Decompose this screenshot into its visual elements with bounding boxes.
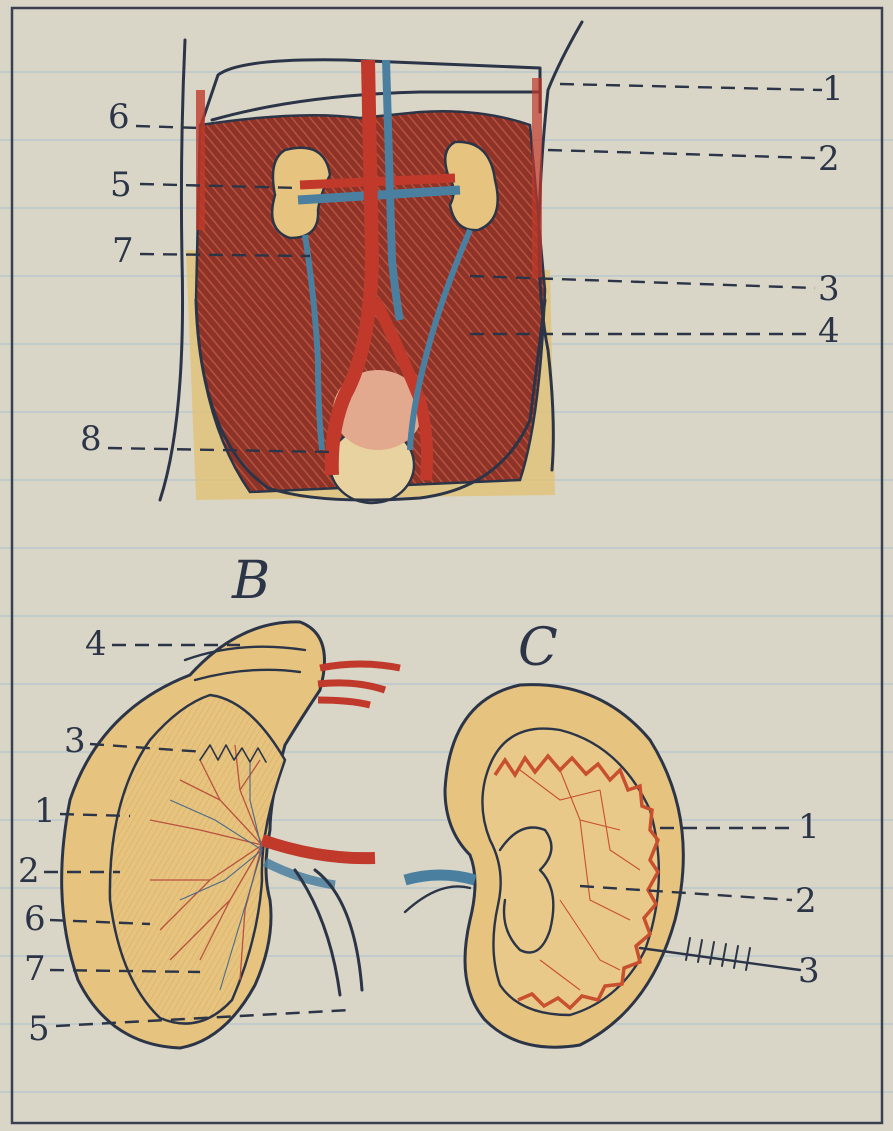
fig-c-label-3: 3 — [798, 951, 820, 991]
right-wall-stripe — [532, 78, 542, 278]
fig-a-label-1: 1 — [822, 69, 844, 109]
fig-c-label-1: 1 — [798, 807, 820, 847]
fig-b-label-4: 4 — [85, 624, 107, 664]
fig-b-label-6: 6 — [24, 899, 46, 939]
fig-b-label-5: 5 — [28, 1009, 50, 1049]
fig-c-title: C — [518, 618, 558, 678]
hilum-vessels-c — [405, 875, 475, 880]
fig-a-label-6: 6 — [108, 97, 130, 137]
fig-c-label-2: 2 — [795, 881, 817, 921]
fig-a-label-2: 2 — [818, 139, 840, 179]
fig-a-label-5: 5 — [110, 165, 132, 205]
fig-b-label-7: 7 — [24, 949, 46, 989]
left-wall-stripe — [196, 90, 205, 230]
fig-a-label-3: 3 — [818, 269, 840, 309]
fig-a-label-8: 8 — [80, 419, 102, 459]
fig-b-label-2: 2 — [18, 851, 40, 891]
fig-a-label-4: 4 — [818, 311, 840, 351]
fig-b-label-1: 1 — [34, 791, 56, 831]
fig-b-title: B — [231, 551, 270, 611]
fig-a-label-7: 7 — [112, 231, 134, 271]
fig-b-label-3: 3 — [64, 721, 86, 761]
